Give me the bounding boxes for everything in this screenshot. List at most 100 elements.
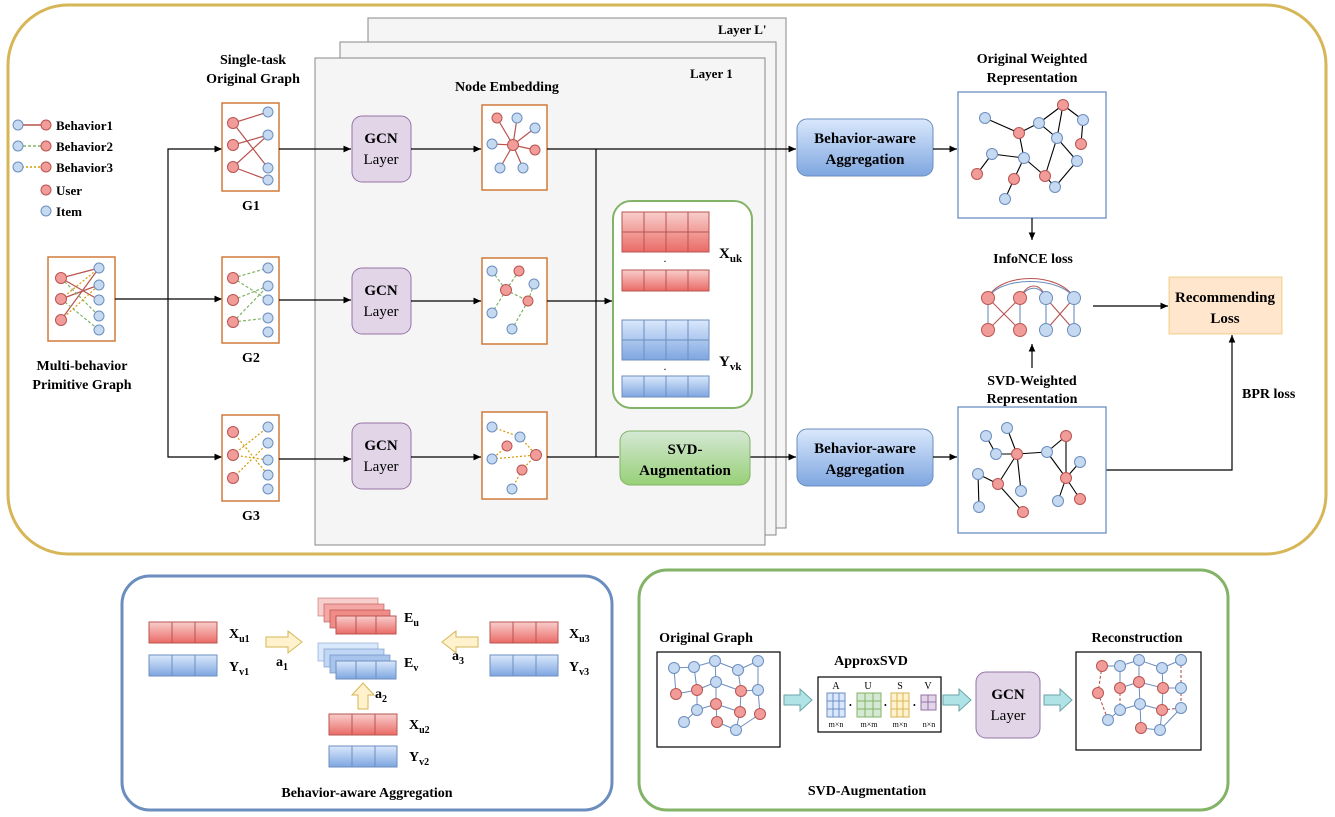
y-vk-matrix-bottom: [621, 375, 710, 398]
svg-text:m×n: m×n: [829, 720, 844, 729]
approx-svd-box: A U S V • • •: [817, 676, 942, 733]
svd-weighted-graph: [957, 406, 1107, 534]
eu-stack: [317, 597, 397, 635]
reconstruction-graph: [1075, 651, 1202, 751]
a3-arrow: [441, 629, 479, 655]
svd-weighted-label-2: Representation: [987, 392, 1078, 407]
a2-arrow: [350, 682, 376, 710]
recommending-loss-box: Recommending Loss: [1168, 276, 1283, 335]
svg-text:SVD-: SVD-: [667, 442, 702, 458]
matrix-v: [920, 694, 937, 711]
yv1-matrix: [148, 654, 218, 677]
embedding-graph-3: [481, 411, 548, 500]
svg-text:m×m: m×m: [861, 720, 879, 729]
embedding-graph-1: [481, 104, 548, 191]
ev-stack: [317, 642, 397, 680]
xu3-label: Xu3: [569, 627, 590, 645]
ev-label: Ev: [404, 656, 418, 674]
svg-text:Aggregation: Aggregation: [826, 462, 906, 478]
svg-text:Layer: Layer: [364, 152, 399, 168]
aggregation-detail-title: Behavior-aware Aggregation: [281, 786, 452, 801]
infonce-label: InfoNCE loss: [993, 252, 1073, 267]
bpr-loss-label: BPR loss: [1242, 387, 1296, 402]
primitive-graph-label-2: Primitive Graph: [32, 378, 131, 393]
svg-text:n×n: n×n: [923, 720, 936, 729]
xu1-matrix: [148, 621, 218, 644]
single-task-label-1: Single-task: [220, 53, 286, 68]
svd-augmentation-box: SVD- Augmentation: [619, 430, 751, 486]
y-vk-matrix-top: [621, 319, 710, 361]
original-graph-title: Original Graph: [659, 631, 753, 646]
x-uk-matrix-bottom: [621, 269, 710, 292]
matrix-a: [826, 692, 846, 718]
svg-text:•: •: [913, 701, 916, 710]
svd-original-graph: [656, 651, 781, 748]
svg-text:A: A: [832, 681, 840, 692]
x-uk-matrix-top: [621, 211, 710, 253]
a2-label: a2: [375, 687, 387, 705]
gcn-layer-3: GCN Layer: [351, 422, 412, 490]
g3-label: G3: [242, 509, 260, 524]
xu2-matrix: [328, 713, 398, 736]
eu-label: Eu: [404, 611, 419, 629]
aggregation-box-top: Behavior-aware Aggregation: [796, 118, 934, 177]
graph-to-gcn-arrows: [279, 145, 351, 463]
svd-detail-title: SVD-Augmentation: [808, 784, 926, 799]
matrix-dots-1: ·: [663, 254, 667, 268]
gcn-layer-1: GCN Layer: [351, 115, 412, 183]
gcn-layer-2: GCN Layer: [351, 267, 412, 335]
embedding-graph-2: [481, 257, 548, 345]
graph-g1: [221, 102, 280, 192]
svd-arrow-2: [942, 687, 972, 713]
legend: Behavior1 Behavior2 Behavior3 User Item: [12, 118, 114, 219]
original-weighted-graph: [957, 91, 1107, 219]
svd-arrow-1: [783, 687, 813, 713]
svg-text:GCN: GCN: [364, 131, 398, 147]
aggregation-to-rep-arrows: [933, 145, 957, 461]
legend-item-node: [12, 119, 24, 131]
matrix-u: [856, 692, 882, 718]
svg-text:U: U: [864, 681, 872, 692]
svg-text:S: S: [897, 681, 903, 692]
single-task-label-2: Original Graph: [206, 72, 300, 87]
a3-label: a3: [452, 649, 464, 667]
primitive-graph: [47, 256, 116, 342]
a1-arrow: [265, 629, 303, 655]
legend-behavior3: Behavior3: [56, 160, 114, 175]
svd-gcn-layer: GCN Layer: [975, 671, 1041, 739]
svg-text:•: •: [884, 701, 887, 710]
svg-text:Recommending: Recommending: [1175, 290, 1275, 306]
svg-text:GCN: GCN: [364, 283, 398, 299]
matrix-dots-2: ·: [663, 362, 667, 376]
y-vk-label: Yvk: [719, 354, 742, 373]
g2-label: G2: [242, 351, 260, 366]
outer-panel: [6, 3, 1328, 556]
svd-weighted-label-1: SVD-Weighted: [987, 374, 1077, 389]
infonce-graph: [981, 278, 1081, 337]
svg-text:Behavior-aware: Behavior-aware: [814, 131, 916, 147]
x-uk-label: Xuk: [719, 246, 743, 265]
split-arrows: [115, 145, 222, 461]
primitive-graph-label-1: Multi-behavior: [37, 359, 128, 374]
layer-1-label: Layer 1: [690, 66, 733, 81]
svg-text:m×n: m×n: [893, 720, 908, 729]
graph-g2: [221, 256, 280, 344]
svg-text:Layer: Layer: [364, 459, 399, 475]
node-embedding-label: Node Embedding: [455, 80, 559, 95]
svd-arrow-3: [1043, 687, 1073, 713]
svg-text:GCN: GCN: [991, 687, 1025, 703]
gcn-to-embedding-arrows: [411, 145, 481, 461]
yv3-matrix: [489, 654, 559, 677]
legend-user: User: [56, 183, 82, 198]
legend-behavior1: Behavior1: [56, 118, 113, 133]
svg-text:Loss: Loss: [1210, 311, 1239, 327]
yv2-label: Yv2: [409, 750, 429, 768]
svg-text:Layer: Layer: [991, 708, 1026, 724]
svg-text:GCN: GCN: [364, 438, 398, 454]
a1-label: a1: [276, 655, 288, 673]
svg-text:Aggregation: Aggregation: [826, 152, 906, 168]
svg-text:Layer: Layer: [364, 304, 399, 320]
yv2-matrix: [328, 745, 398, 768]
xu2-label: Xu2: [409, 718, 430, 736]
